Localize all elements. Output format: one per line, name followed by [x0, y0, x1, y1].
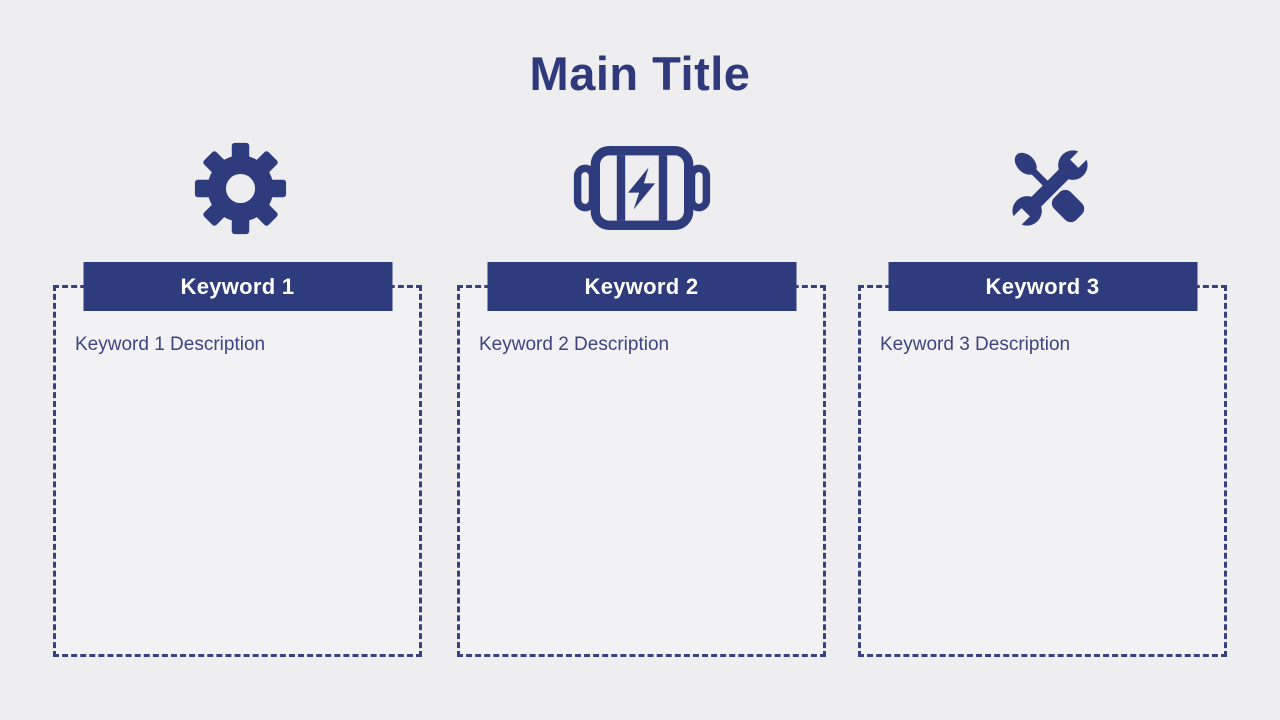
- keyword-header-2: Keyword 2: [487, 262, 796, 311]
- page-title: Main Title: [529, 47, 751, 100]
- keyword-description-1: Keyword 1 Description: [75, 334, 266, 355]
- screwdriver-wrench-icon: [865, 138, 1234, 238]
- battery-bolt-icon: [457, 138, 826, 238]
- content-panel-2: Keyword 2 Description: [457, 285, 826, 657]
- keyword-label: Keyword 1: [180, 273, 295, 299]
- column-2: Keyword 2 Keyword 2 Description: [457, 0, 826, 720]
- column-3: Keyword 3 Keyword 3 Description: [858, 0, 1227, 720]
- column-1: Keyword 1 Keyword 1 Description: [53, 0, 422, 720]
- keyword-label: Keyword 2: [584, 273, 699, 299]
- keyword-header-3: Keyword 3: [888, 262, 1197, 311]
- keyword-description-3: Keyword 3 Description: [880, 334, 1071, 355]
- content-panel-3: Keyword 3 Description: [858, 285, 1227, 657]
- keyword-header-1: Keyword 1: [83, 262, 392, 311]
- keyword-label: Keyword 3: [985, 273, 1100, 299]
- keyword-description-2: Keyword 2 Description: [479, 334, 670, 355]
- content-panel-1: Keyword 1 Description: [53, 285, 422, 657]
- gear-icon: [56, 138, 425, 238]
